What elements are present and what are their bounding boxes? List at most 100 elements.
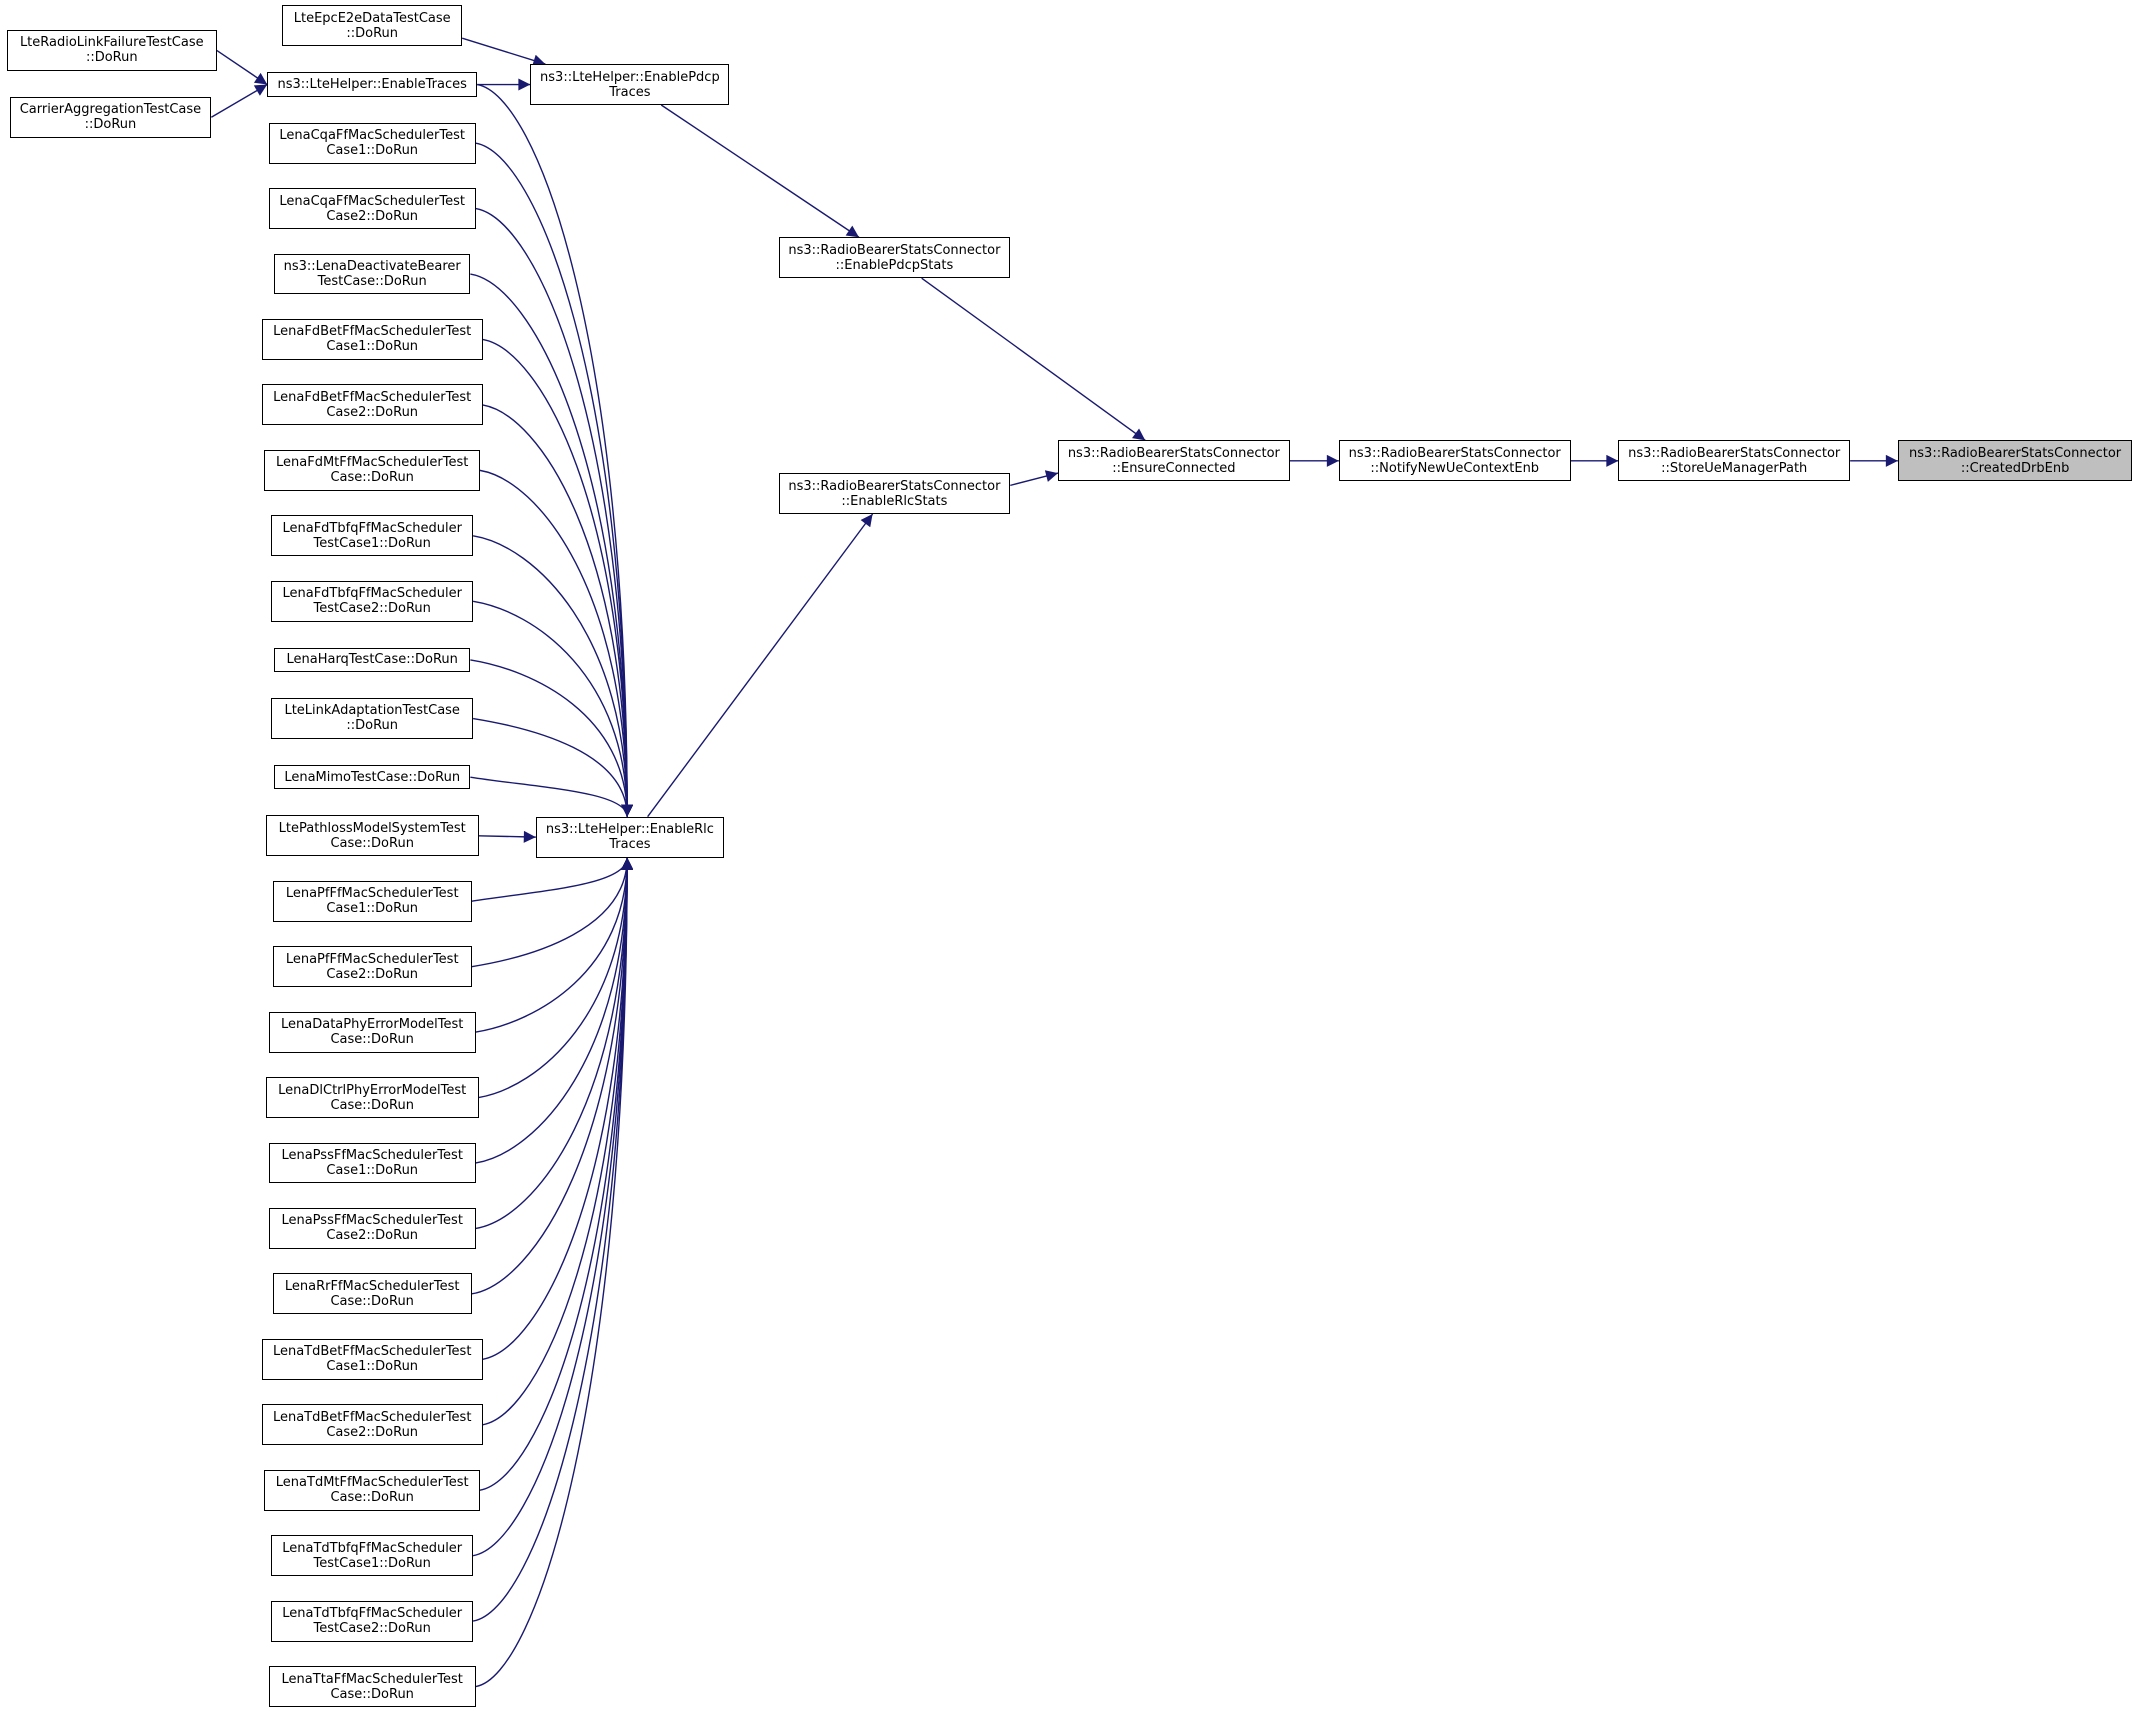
edge-pf2-to-enablerlctraces xyxy=(471,857,634,968)
graph-node-linkadapt[interactable]: LteLinkAdaptationTestCase::DoRun xyxy=(271,698,474,739)
graph-node-label-line: ::DoRun xyxy=(85,50,138,66)
edge-tdtbfq2-to-enablerlctraces xyxy=(472,857,634,1622)
graph-node-label-line: Case2::DoRun xyxy=(326,404,419,420)
graph-node-label-line: LenaPfFfMacSchedulerTest xyxy=(285,951,459,967)
graph-node-label-line: LenaFdBetFfMacSchedulerTest xyxy=(273,324,472,340)
graph-node-enablerlcstats[interactable]: ns3::RadioBearerStatsConnector::EnableRl… xyxy=(778,473,1011,514)
graph-node-label-line: LenaTdBetFfMacSchedulerTest xyxy=(272,1409,472,1425)
graph-node-label-line: TestCase1::DoRun xyxy=(313,1555,431,1571)
graph-node-label-line: Traces xyxy=(609,837,651,853)
graph-node-notifynewuecontextenb[interactable]: ns3::RadioBearerStatsConnector::NotifyNe… xyxy=(1338,440,1571,482)
graph-node-harq[interactable]: LenaHarqTestCase::DoRun xyxy=(274,647,471,673)
graph-node-label-line: ::EnablePdcpStats xyxy=(835,257,954,273)
graph-node-enabletraces[interactable]: ns3::LteHelper::EnableTraces xyxy=(267,72,478,97)
graph-node-radiolink[interactable]: LteRadioLinkFailureTestCase::DoRun xyxy=(6,29,217,71)
graph-node-label-line: ::DoRun xyxy=(84,117,137,133)
graph-node-label-line: ::StoreUeManagerPath xyxy=(1661,460,1808,476)
graph-node-label-line: LteEpcE2eDataTestCase xyxy=(293,10,451,26)
graph-node-label-line: ::EnableRlcStats xyxy=(841,493,948,509)
graph-node-enablepdcpstats[interactable]: ns3::RadioBearerStatsConnector::EnablePd… xyxy=(778,237,1011,279)
graph-node-label-line: Case1::DoRun xyxy=(326,143,419,159)
graph-node-label-line: ::CreatedDrbEnb xyxy=(1960,460,2070,476)
edge-enablepdcptraces-to-enablepdcpstats xyxy=(660,104,860,238)
edge-enablepdcpstats-to-ensureconnected xyxy=(921,277,1146,441)
graph-node-label-line: ns3::RadioBearerStatsConnector xyxy=(788,478,1001,494)
graph-node-label-line: LteRadioLinkFailureTestCase xyxy=(19,35,204,51)
graph-node-label-line: LenaTdMtFfMacSchedulerTest xyxy=(275,1475,469,1491)
graph-node-label-line: LenaTdTbfqFfMacScheduler xyxy=(282,1606,463,1622)
edge-enablerlctraces-to-enablerlcstats xyxy=(647,513,874,818)
edge-cqa1-to-enablerlctraces xyxy=(475,142,634,817)
edge-radiolink-to-enabletraces xyxy=(216,49,268,86)
graph-node-label-line: TestCase::DoRun xyxy=(317,274,427,290)
edge-enablerlcstats-to-ensureconnected xyxy=(1010,470,1059,487)
graph-node-label-line: LenaMimoTestCase::DoRun xyxy=(284,769,461,785)
edge-tdbet1-to-enablerlctraces xyxy=(482,857,634,1360)
graph-node-ensureconnected[interactable]: ns3::RadioBearerStatsConnector::EnsureCo… xyxy=(1057,440,1290,482)
edge-pf1-to-enablerlctraces xyxy=(471,857,634,902)
graph-node-createddrbenb[interactable]: ns3::RadioBearerStatsConnector::CreatedD… xyxy=(1897,440,2133,482)
graph-node-label-line: LenaRrFfMacSchedulerTest xyxy=(284,1278,460,1294)
graph-node-label-line: LenaHarqTestCase::DoRun xyxy=(286,652,458,668)
graph-node-label-line: Case::DoRun xyxy=(330,1097,414,1113)
edge-linkadapt-to-enablerlctraces xyxy=(472,717,634,817)
graph-node-label-line: LenaTdTbfqFfMacScheduler xyxy=(282,1540,463,1556)
graph-node-label-line: ns3::LteHelper::EnableTraces xyxy=(277,77,467,93)
edge-pss1-to-enablerlctraces xyxy=(475,857,634,1164)
graph-node-label-line: LenaCqaFfMacSchedulerTest xyxy=(279,193,465,209)
graph-node-label-line: Case::DoRun xyxy=(330,835,414,851)
edge-cqa2-to-enablerlctraces xyxy=(475,207,634,817)
graph-node-label-line: ::DoRun xyxy=(346,718,399,734)
graph-node-label-line: Case1::DoRun xyxy=(326,901,419,917)
graph-node-label-line: Case::DoRun xyxy=(330,1686,414,1702)
edge-dlctrl-to-enablerlctraces xyxy=(478,857,634,1099)
graph-node-label-line: ::DoRun xyxy=(346,25,399,41)
edge-fdmt-to-enablerlctraces xyxy=(479,469,634,817)
graph-node-mimo[interactable]: LenaMimoTestCase::DoRun xyxy=(274,764,471,790)
edge-tta-to-enablerlctraces xyxy=(475,857,634,1688)
graph-node-carrieragg[interactable]: CarrierAggregationTestCase::DoRun xyxy=(9,96,212,138)
graph-node-storeuemanagerpath[interactable]: ns3::RadioBearerStatsConnector::StoreUeM… xyxy=(1618,440,1851,482)
graph-node-label-line: Case::DoRun xyxy=(330,1293,414,1309)
graph-node-label-line: ns3::LteHelper::EnablePdcp xyxy=(540,69,720,85)
edge-mimo-to-enablerlctraces xyxy=(470,776,634,817)
graph-node-label-line: Case2::DoRun xyxy=(326,966,419,982)
graph-node-epce2e[interactable]: LteEpcE2eDataTestCase::DoRun xyxy=(282,5,463,47)
graph-node-label-line: Case::DoRun xyxy=(330,1032,414,1048)
graph-node-label-line: LteLinkAdaptationTestCase xyxy=(284,703,460,719)
edge-deactivate-to-enablerlctraces xyxy=(470,273,634,817)
graph-node-label-line: Case::DoRun xyxy=(330,470,414,486)
graph-node-label-line: ns3::LteHelper::EnableRlc xyxy=(545,822,714,838)
graph-node-label-line: TestCase1::DoRun xyxy=(313,535,431,551)
edge-tdbet2-to-enablerlctraces xyxy=(482,857,634,1426)
edge-fdbet2-to-enablerlctraces xyxy=(482,404,634,817)
graph-node-label-line: LenaFdTbfqFfMacScheduler xyxy=(282,586,462,602)
graph-node-label-line: LenaFdBetFfMacSchedulerTest xyxy=(273,389,472,405)
graph-node-label-line: Case1::DoRun xyxy=(326,1359,419,1375)
